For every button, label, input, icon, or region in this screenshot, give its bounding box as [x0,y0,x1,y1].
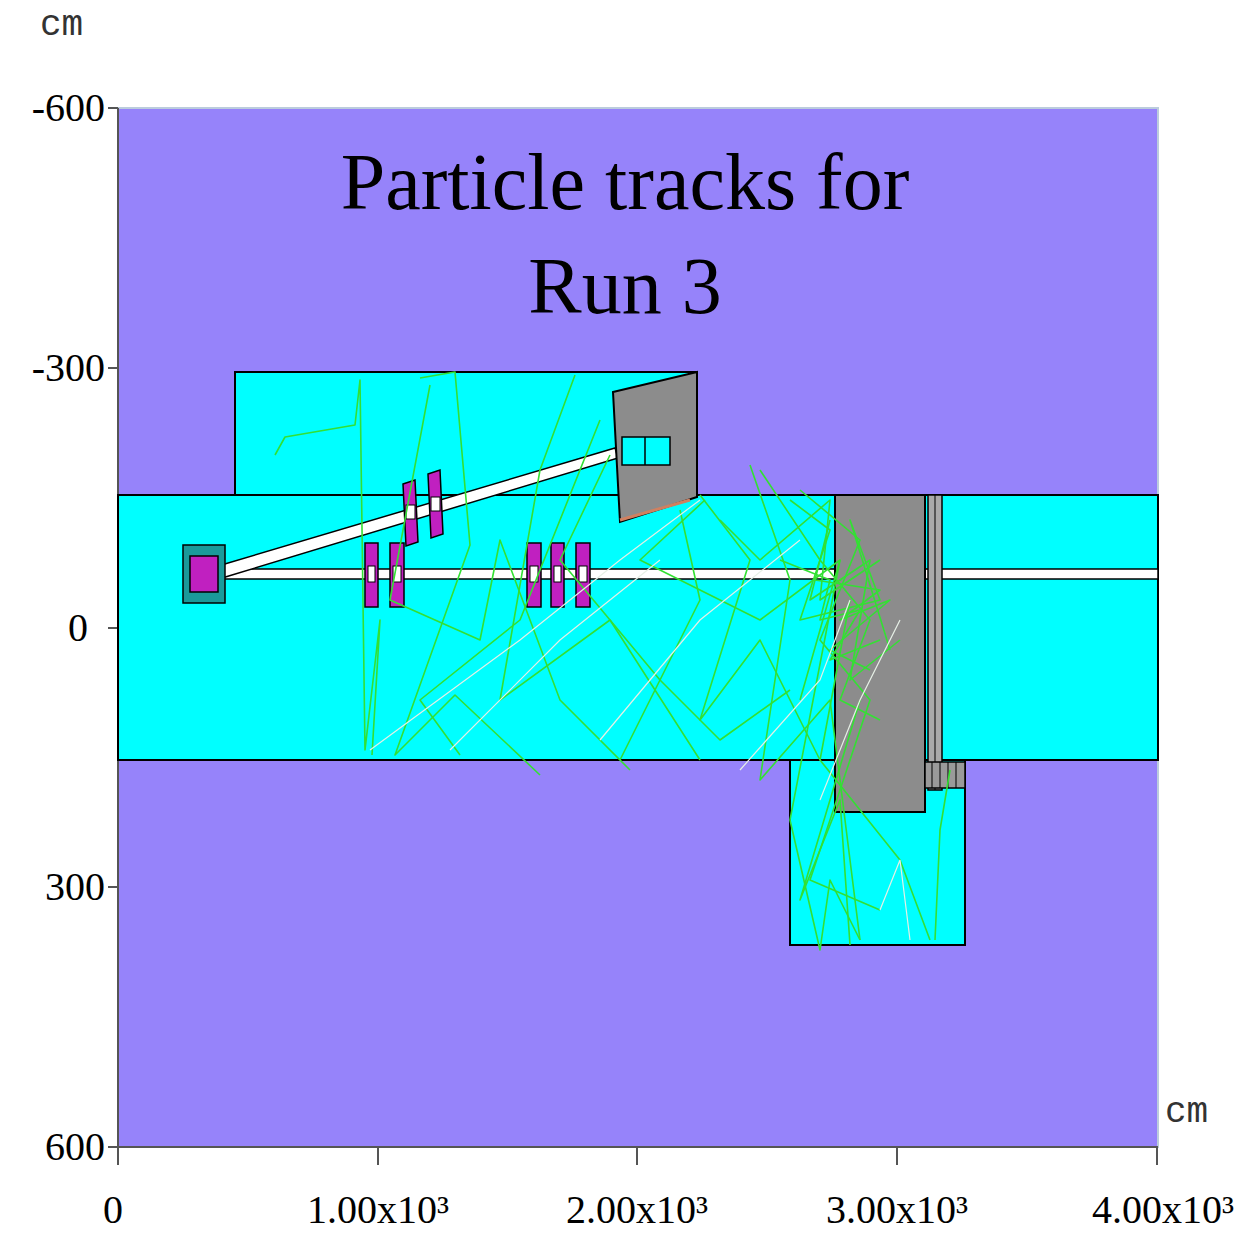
tick-label: 0 [103,1190,123,1230]
tick-label: -600 [32,88,105,128]
tick-label: 600 [45,1127,105,1167]
tick-label: 300 [45,867,105,907]
plot-title: Particle tracks for Run 3 [305,130,945,338]
tick-label: 3.00x10³ [826,1190,968,1230]
tick-label: 0 [68,608,88,648]
axis-unit: cm [40,8,83,44]
tick-label: -300 [32,348,105,388]
tick-label: 1.00x10³ [307,1190,449,1230]
axis-unit: cm [1165,1095,1208,1131]
tick-label: 2.00x10³ [566,1190,708,1230]
tick-label: 4.00x10³ [1092,1190,1234,1230]
